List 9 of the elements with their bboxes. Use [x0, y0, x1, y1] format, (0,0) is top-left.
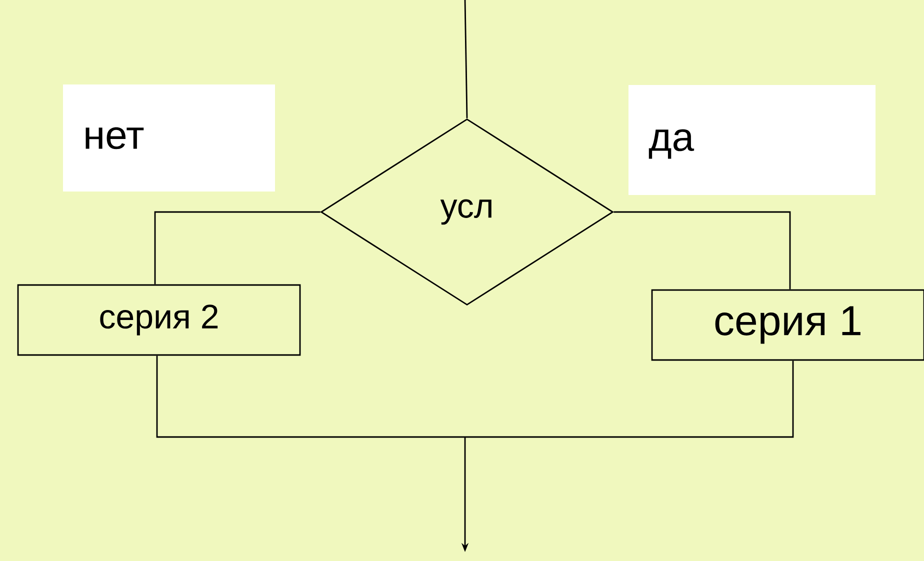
process-box: серия 1 — [651, 289, 924, 361]
connector-line — [464, 0, 468, 118]
label-box: да — [628, 85, 876, 195]
process-box: серия 2 — [17, 284, 301, 356]
label-box: нет — [63, 84, 275, 192]
connector-line — [614, 211, 791, 290]
connector-line — [465, 360, 794, 438]
connector-line — [154, 211, 320, 284]
connector-line — [156, 356, 465, 438]
